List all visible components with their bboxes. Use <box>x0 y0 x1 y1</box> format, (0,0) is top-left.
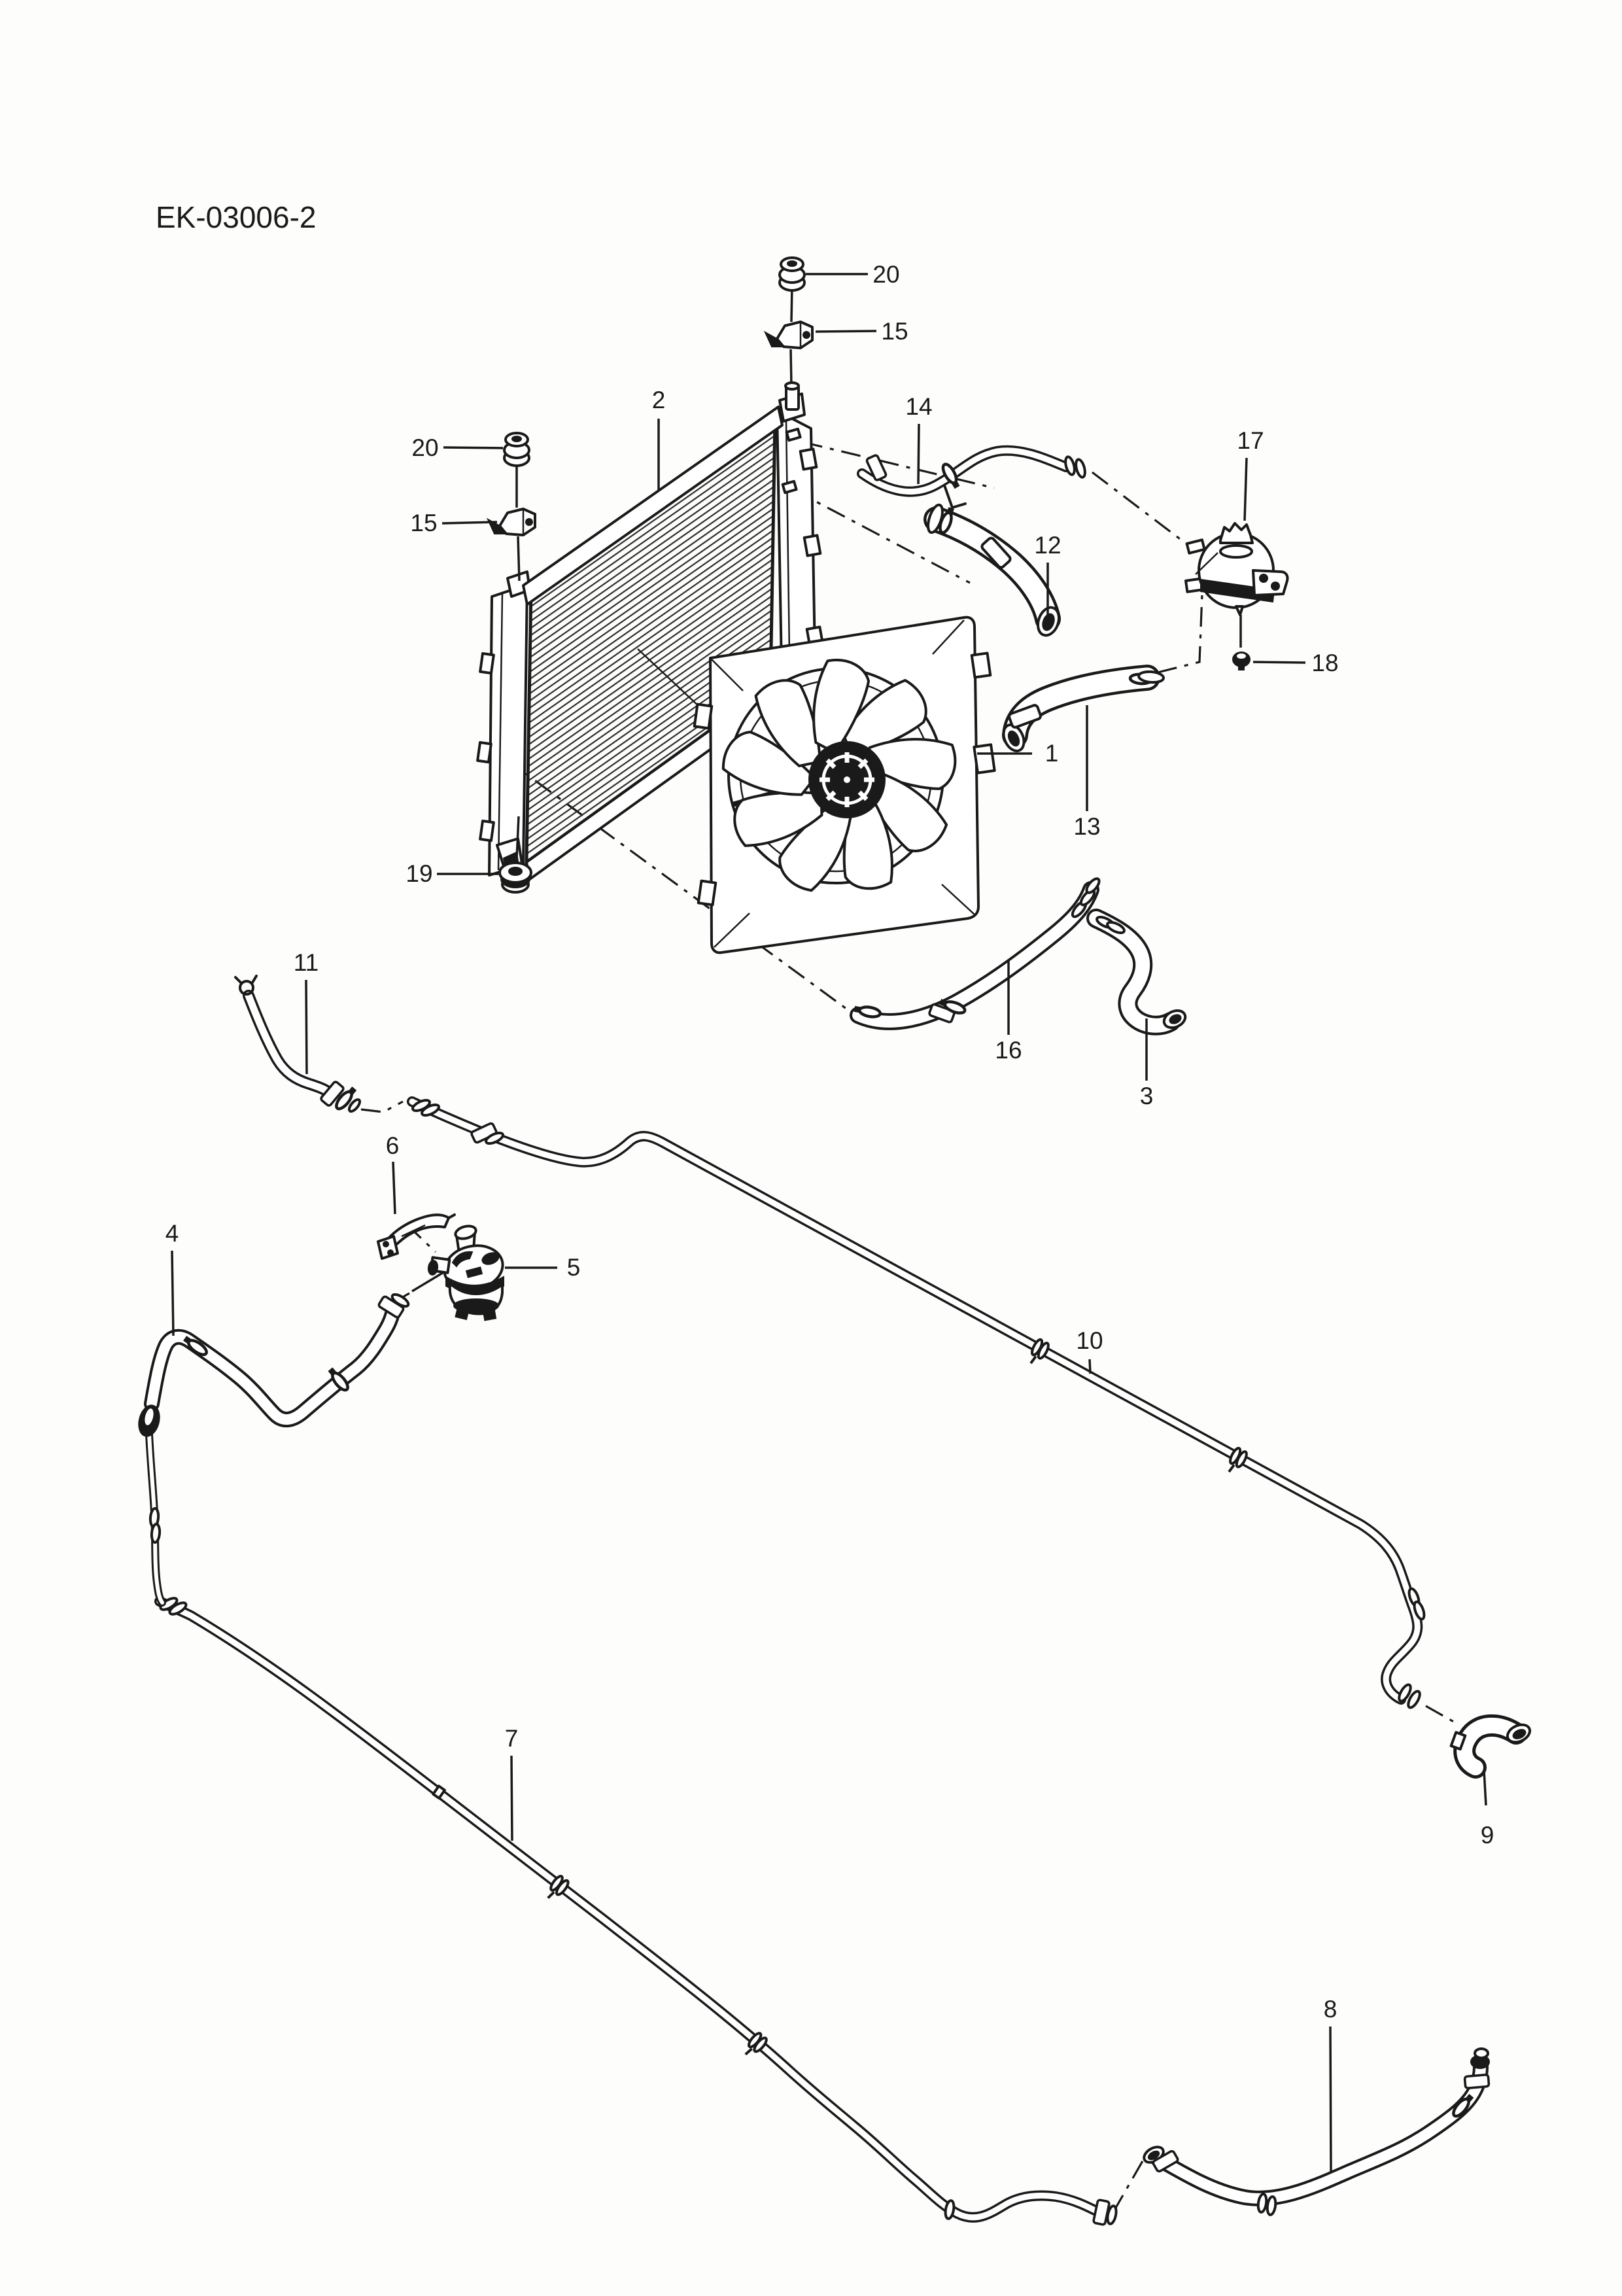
fan-assembly <box>693 616 996 954</box>
callout-17: 17 <box>1237 427 1264 454</box>
callout-8: 8 <box>1324 1996 1337 2023</box>
callout-14: 14 <box>905 393 932 420</box>
hose-12 <box>925 503 1063 637</box>
hose-16 <box>854 877 1101 1022</box>
bracket-6 <box>377 1213 456 1260</box>
callout-15-left: 15 <box>410 510 437 536</box>
pipe-10 <box>411 1098 1428 1711</box>
callout-11: 11 <box>294 949 319 976</box>
hose-8 <box>1143 2047 1491 2217</box>
screw-18 <box>1232 615 1251 670</box>
hose-fitting-9 <box>1449 1722 1532 1767</box>
expansion-tank <box>1184 522 1289 616</box>
callout-4: 4 <box>165 1220 179 1247</box>
callout-20-left: 20 <box>411 434 438 461</box>
callout-10: 10 <box>1076 1327 1103 1354</box>
grommet-20-left <box>503 432 530 508</box>
callout-20-top: 20 <box>872 261 899 288</box>
water-pump-5 <box>427 1225 504 1321</box>
callout-3: 3 <box>1140 1083 1154 1109</box>
hose-13 <box>999 670 1165 752</box>
hose-4 <box>138 1291 412 1603</box>
callout-12: 12 <box>1034 532 1061 559</box>
callout-16: 16 <box>995 1037 1022 1064</box>
diagram-code: EK-03006-2 <box>156 200 317 234</box>
hose-3 <box>1096 915 1187 1031</box>
alignment-lines <box>360 441 1457 2213</box>
callout-18: 18 <box>1311 650 1338 676</box>
callout-15-top: 15 <box>881 318 908 345</box>
callout-19: 19 <box>406 860 432 887</box>
grommet-19 <box>498 816 532 894</box>
callout-5: 5 <box>567 1254 581 1281</box>
callout-13: 13 <box>1073 813 1100 840</box>
grommet-20-top <box>778 256 806 322</box>
callout-9: 9 <box>1481 1822 1494 1849</box>
callout-6: 6 <box>386 1132 400 1159</box>
callout-1: 1 <box>1045 740 1059 767</box>
hose-14 <box>862 451 1088 509</box>
callouts: 1 2 3 4 5 6 7 8 9 10 11 12 13 14 15 15 1… <box>165 261 1494 2172</box>
fan-blades <box>711 646 970 902</box>
callout-2: 2 <box>652 387 666 413</box>
callout-7: 7 <box>505 1725 519 1752</box>
bracket-15-top <box>763 321 814 349</box>
hose-11 <box>234 975 362 1113</box>
pipe-7 <box>159 1594 1119 2227</box>
bracket-15-left <box>486 508 536 582</box>
